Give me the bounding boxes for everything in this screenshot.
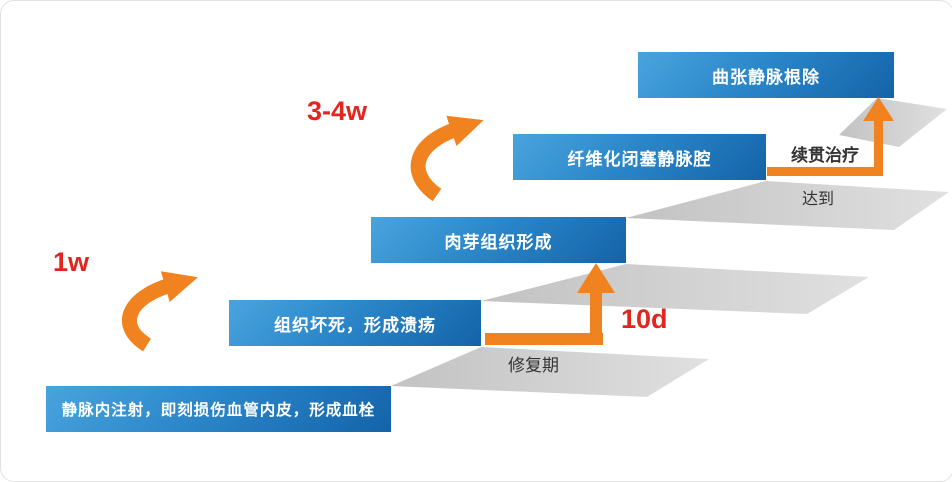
stair-tread-3 (626, 181, 949, 230)
duration-label-3-4w: 3-4w (307, 96, 368, 126)
stair-tread-4 (839, 98, 947, 147)
up-arrow-10d-icon (485, 263, 615, 345)
repair-period-label: 修复期 (508, 356, 559, 375)
curved-arrow-1w-icon (122, 271, 198, 352)
step-bar-necrosis: 组织坏死，形成溃疡 (229, 300, 481, 346)
step-bar-granulation: 肉芽组织形成 (371, 217, 626, 263)
duration-label-10d: 10d (621, 304, 668, 334)
sequential-treatment-label: 续贯治疗 (791, 146, 859, 165)
stair-tread-2 (481, 264, 869, 314)
step-bar-fibrosis: 纤维化闭塞静脉腔 (513, 134, 766, 180)
curved-arrow-3-4w-icon (410, 115, 484, 202)
step-bar-injection: 静脉内注射，即刻损伤血管内皮，形成血栓 (46, 386, 391, 432)
duration-label-1w: 1w (53, 247, 90, 277)
reach-label: 达到 (802, 191, 835, 208)
step-bar-eradication: 曲张静脉根除 (638, 52, 894, 98)
